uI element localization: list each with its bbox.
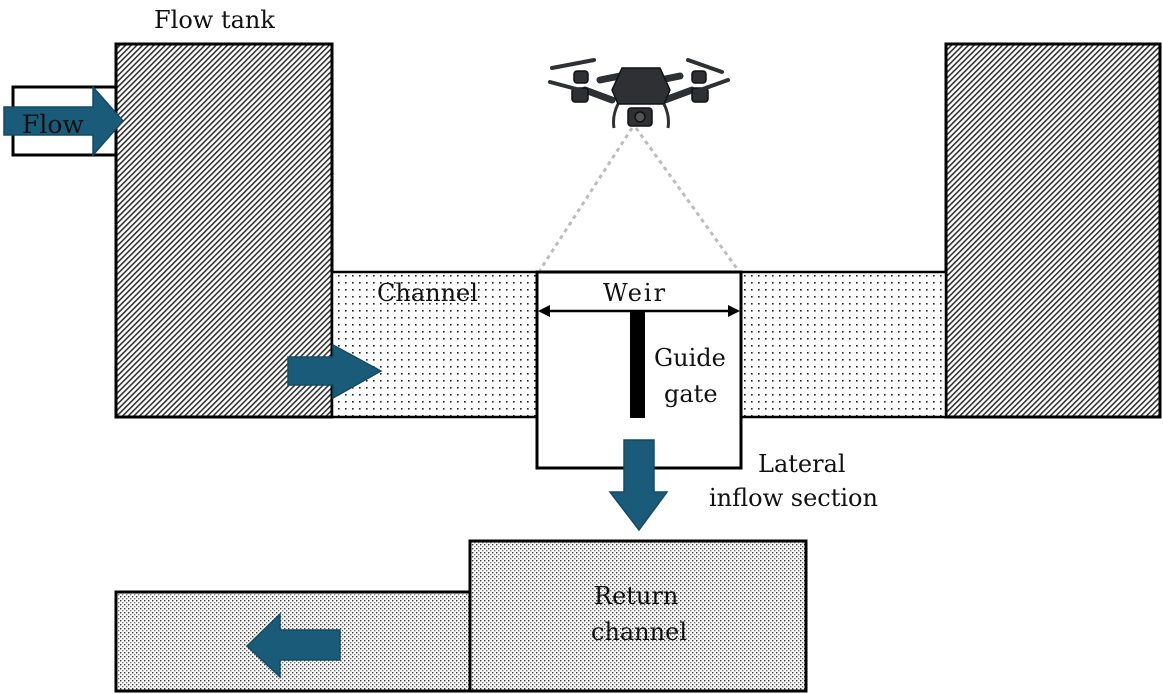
arrow-right-icon	[3, 85, 125, 157]
channel-label: Channel	[377, 279, 478, 307]
arrow-down-icon	[608, 439, 669, 532]
return-channel	[468, 539, 808, 693]
camera-view-line-right	[634, 127, 740, 271]
arrow-left-icon	[245, 612, 341, 679]
guide-gate-label-line2: gate	[664, 380, 718, 408]
weir-label: Weir	[603, 279, 667, 307]
outlet-tank	[944, 42, 1162, 419]
guide-gate-label-line1: Guide	[654, 344, 726, 372]
flow-label: Flow	[22, 110, 84, 139]
camera-view-line-left	[538, 127, 634, 271]
flow-tank-label: Flow tank	[154, 6, 275, 34]
lateral-label-line1: Lateral	[758, 450, 846, 478]
flow-tank	[114, 42, 334, 419]
return-channel-label-line1: Return	[594, 582, 678, 610]
arrow-right-icon	[287, 343, 383, 400]
drone-icon	[548, 58, 730, 129]
channel-downstream	[739, 270, 948, 419]
return-channel-label-line2: channel	[591, 618, 687, 646]
weir-width-arrow	[538, 305, 740, 317]
channel-upstream	[330, 270, 540, 419]
lateral-label-line2: inflow section	[709, 484, 878, 512]
guide-gate	[630, 312, 645, 418]
